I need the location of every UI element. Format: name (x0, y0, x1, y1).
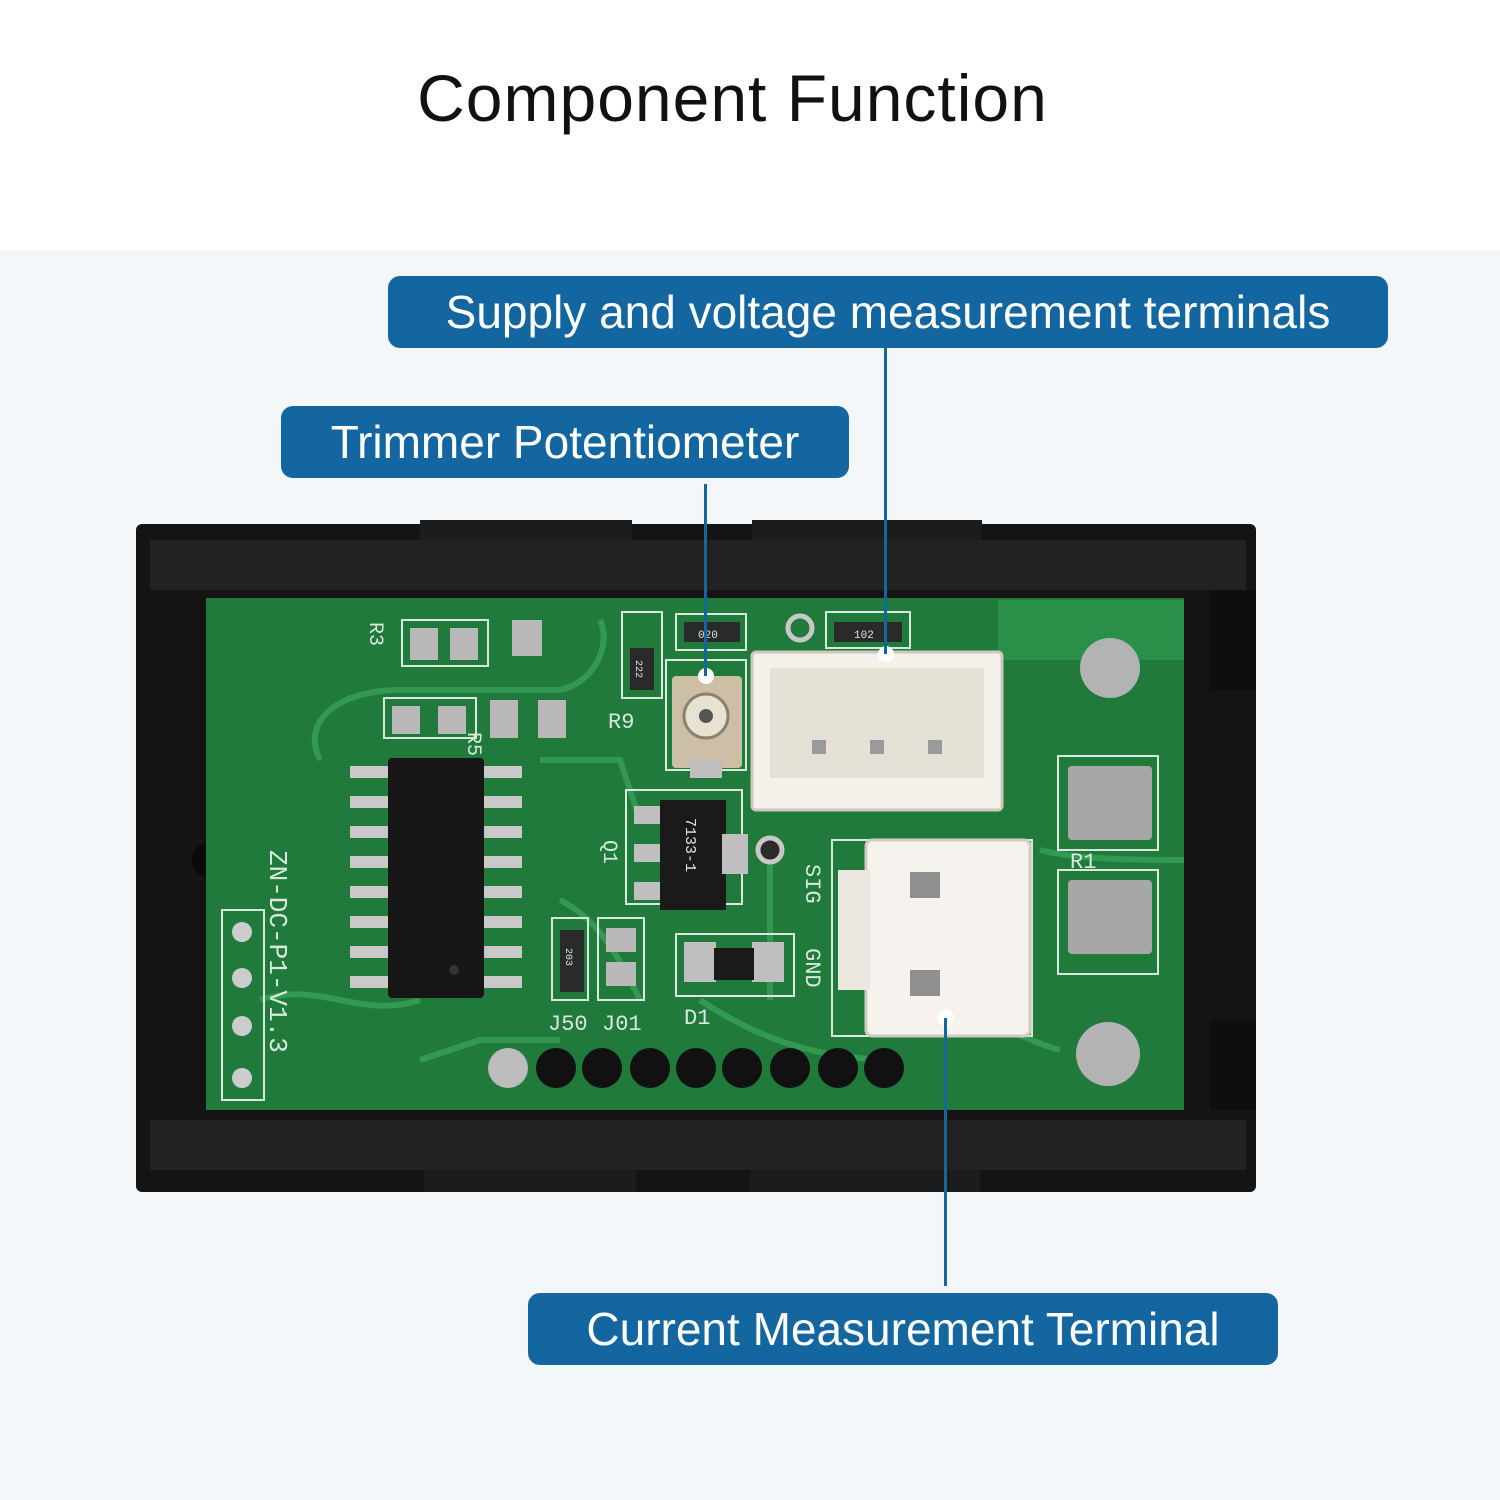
label-sig: SIG (799, 864, 824, 904)
via-hole (755, 835, 785, 865)
trimmer-potentiometer (672, 676, 742, 778)
label-r3: R3 (363, 622, 386, 646)
smd-resistors (392, 620, 902, 992)
supply-terminals-callout: Supply and voltage measurement terminals (388, 276, 1388, 348)
label-q1: Q1 (597, 840, 620, 864)
trimmer-potentiometer-callout: Trimmer Potentiometer (281, 406, 849, 478)
current-terminal-callout: Current Measurement Terminal (528, 1293, 1278, 1365)
voltage-terminal-connector (750, 650, 1004, 812)
label-j50: J50 (548, 1012, 588, 1037)
trimmer-leader-line (704, 484, 707, 676)
diode-d1 (684, 942, 784, 982)
label-r9: R9 (608, 710, 634, 735)
supply-leader-line (884, 348, 887, 654)
shunt-resistor-r1 (1068, 766, 1152, 954)
label-gnd: GND (799, 948, 824, 988)
via-hole (785, 613, 815, 643)
trimmer-leader-dot (698, 668, 714, 684)
mounting-pad (1076, 1022, 1140, 1086)
regulator-marking: 7133-1 (681, 818, 698, 872)
supply-leader-dot (878, 646, 894, 662)
resistor-marking-020: 020 (698, 630, 718, 642)
display-header-pins (488, 1048, 904, 1088)
side-pin-holes (232, 922, 252, 1088)
label-r5: R5 (461, 732, 484, 756)
pcb-board: ZN-DC-P1-V1.3 R3 R5 R9 R1 Q1 D1 J50 J01 … (206, 598, 1185, 1110)
silkscreen-outlines (221, 611, 1159, 1101)
resistor-marking-203: 203 (562, 948, 573, 966)
mounting-pad (1080, 638, 1140, 698)
ic-chip (350, 758, 522, 998)
voltage-regulator-q1 (634, 800, 748, 910)
resistor-marking-222: 222 (632, 660, 643, 678)
label-r1: R1 (1070, 850, 1096, 875)
current-terminal-connector (838, 838, 1032, 1038)
page-title: Component Function (417, 61, 1048, 135)
current-leader-line (944, 1018, 947, 1286)
resistor-marking-102: 102 (854, 630, 874, 642)
board-model-label: ZN-DC-P1-V1.3 (262, 850, 292, 1053)
label-d1: D1 (684, 1006, 710, 1031)
label-j01: J01 (602, 1012, 642, 1037)
